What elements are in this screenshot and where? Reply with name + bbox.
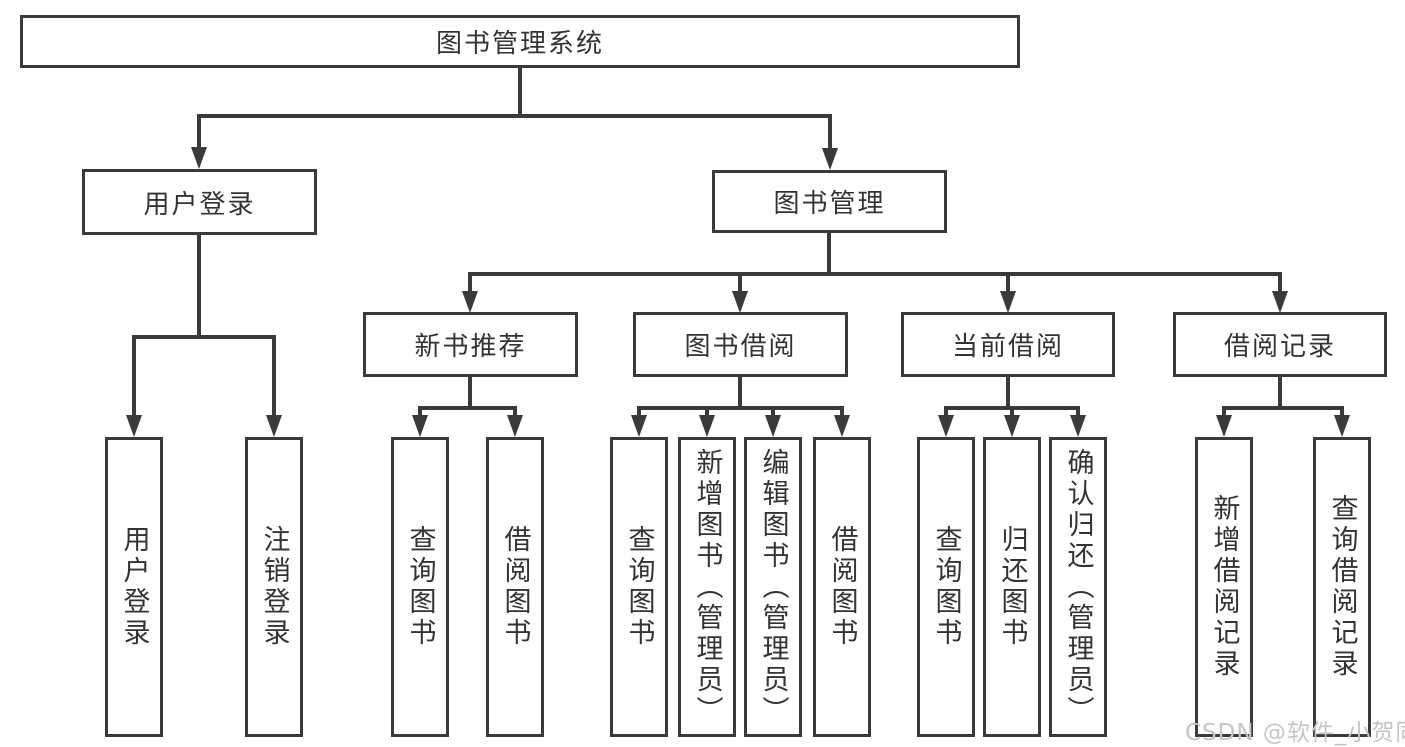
node-borrow-records: 借阅记录 bbox=[1173, 312, 1387, 377]
connector-stem-rc-leaf1 bbox=[1222, 406, 1226, 420]
arrowhead-rc-leaf1 bbox=[1216, 415, 1232, 437]
arrowhead-cb-leaf1 bbox=[938, 415, 954, 437]
arrowhead-nb-leaf2 bbox=[507, 415, 523, 437]
node-book-borrow-label: 图书借阅 bbox=[684, 332, 797, 362]
arrowhead-bb-leaf1 bbox=[631, 415, 647, 437]
arrowhead-cb-leaf3 bbox=[1070, 415, 1086, 437]
arrowhead-leaf-logout bbox=[266, 415, 282, 437]
connector-stem-cb-leaf2 bbox=[1010, 406, 1014, 420]
leaf-bb-edit-books-admin-label: 编辑图书（管理员） bbox=[757, 447, 789, 727]
connector-stem-bb-leaf1 bbox=[637, 406, 641, 420]
connector-user-login-stem bbox=[197, 235, 201, 335]
connector-level1-split bbox=[197, 114, 832, 118]
connector-user-login-split bbox=[132, 335, 276, 339]
leaf-nb-borrow-books: 借阅图书 bbox=[486, 437, 544, 737]
leaf-bb-borrow-books-label: 借阅图书 bbox=[826, 525, 858, 649]
leaf-rc-add-record-label: 新增借阅记录 bbox=[1208, 494, 1240, 680]
arrowhead-book-borrow bbox=[732, 291, 748, 313]
connector-stem-bb-leaf4 bbox=[840, 406, 844, 420]
connector-stem-cb-leaf1 bbox=[944, 406, 948, 420]
arrowhead-bb-leaf3 bbox=[765, 415, 781, 437]
arrowhead-bb-leaf2 bbox=[699, 415, 715, 437]
connector-stem-nb-leaf2 bbox=[513, 406, 517, 420]
leaf-cb-confirm-return-admin: 确认归还（管理员） bbox=[1049, 437, 1107, 737]
connector-stem-user-login bbox=[197, 114, 201, 150]
arrowhead-leaf-user-login bbox=[126, 415, 142, 437]
connector-stem-borrow-records bbox=[1278, 272, 1282, 295]
leaf-logout-label: 注销登录 bbox=[258, 525, 290, 649]
connector-stem-book-borrow bbox=[738, 272, 742, 295]
connector-stem-leaf-logout bbox=[272, 335, 276, 419]
leaf-nb-borrow-books-label: 借阅图书 bbox=[499, 525, 531, 649]
leaf-bb-borrow-books: 借阅图书 bbox=[813, 437, 871, 737]
arrowhead-bb-leaf4 bbox=[834, 415, 850, 437]
arrowhead-nb-leaf1 bbox=[412, 415, 428, 437]
arrowhead-current-borrow bbox=[1000, 291, 1016, 313]
node-library-system: 图书管理系统 bbox=[20, 15, 1020, 68]
node-new-book-recommend: 新书推荐 bbox=[363, 312, 578, 377]
leaf-cb-query-books: 查询图书 bbox=[917, 437, 975, 737]
connector-book-borrow-stem bbox=[738, 377, 742, 409]
leaf-bb-edit-books-admin: 编辑图书（管理员） bbox=[744, 437, 802, 737]
arrowhead-book-management bbox=[822, 148, 838, 170]
connector-new-books-split bbox=[418, 406, 517, 410]
leaf-user-login: 用户登录 bbox=[105, 437, 163, 737]
leaf-rc-query-record-label: 查询借阅记录 bbox=[1326, 494, 1358, 680]
connector-new-books-stem bbox=[468, 377, 472, 409]
arrowhead-new-books bbox=[462, 291, 478, 313]
arrowhead-user-login bbox=[191, 147, 207, 169]
connector-stem-cb-leaf3 bbox=[1076, 406, 1080, 420]
node-library-system-label: 图书管理系统 bbox=[435, 29, 604, 59]
connector-stem-current-borrow bbox=[1006, 272, 1010, 295]
leaf-bb-add-books-admin-label: 新增图书（管理员） bbox=[691, 447, 723, 727]
leaf-cb-return-books-label: 归还图书 bbox=[996, 525, 1028, 649]
connector-level3-split bbox=[468, 272, 1282, 276]
connector-stem-book-management bbox=[828, 114, 832, 150]
arrowhead-cb-leaf2 bbox=[1004, 415, 1020, 437]
connector-book-borrow-split bbox=[637, 406, 844, 410]
leaf-rc-query-record: 查询借阅记录 bbox=[1313, 437, 1371, 737]
leaf-logout: 注销登录 bbox=[245, 437, 303, 737]
leaf-cb-confirm-return-admin-label: 确认归还（管理员） bbox=[1062, 447, 1094, 727]
connector-borrow-records-stem bbox=[1278, 377, 1282, 409]
connector-borrow-records-split bbox=[1222, 406, 1344, 410]
leaf-cb-query-books-label: 查询图书 bbox=[930, 525, 962, 649]
connector-stem-leaf-user-login bbox=[132, 335, 136, 419]
node-user-login-label: 用户登录 bbox=[143, 189, 256, 220]
node-book-management-label: 图书管理 bbox=[773, 189, 886, 219]
node-current-borrow-label: 当前借阅 bbox=[951, 332, 1064, 362]
csdn-watermark: CSDN @软件_小贺同学 bbox=[1185, 720, 1405, 746]
leaf-rc-add-record: 新增借阅记录 bbox=[1195, 437, 1253, 737]
node-book-borrow: 图书借阅 bbox=[633, 312, 848, 377]
connector-stem-new-books bbox=[468, 272, 472, 295]
connector-stem-nb-leaf1 bbox=[418, 406, 422, 420]
leaf-bb-add-books-admin: 新增图书（管理员） bbox=[678, 437, 736, 737]
leaf-user-login-label: 用户登录 bbox=[118, 525, 150, 649]
leaf-nb-query-books: 查询图书 bbox=[391, 437, 449, 737]
node-book-management: 图书管理 bbox=[712, 170, 947, 233]
node-new-book-recommend-label: 新书推荐 bbox=[414, 332, 527, 362]
connector-stem-bb-leaf3 bbox=[771, 406, 775, 420]
node-user-login: 用户登录 bbox=[82, 169, 317, 235]
leaf-bb-query-books-label: 查询图书 bbox=[623, 525, 655, 649]
leaf-nb-query-books-label: 查询图书 bbox=[404, 525, 436, 649]
connector-current-borrow-stem bbox=[1006, 377, 1010, 409]
arrowhead-rc-leaf2 bbox=[1334, 415, 1350, 437]
leaf-cb-return-books: 归还图书 bbox=[983, 437, 1041, 737]
connector-stem-bb-leaf2 bbox=[705, 406, 709, 420]
node-current-borrow: 当前借阅 bbox=[901, 312, 1115, 377]
connector-stem-rc-leaf2 bbox=[1340, 406, 1344, 420]
leaf-bb-query-books: 查询图书 bbox=[610, 437, 668, 737]
connector-book-management-stem bbox=[827, 233, 831, 274]
connector-root-trunk bbox=[518, 68, 522, 116]
node-borrow-records-label: 借阅记录 bbox=[1223, 332, 1336, 362]
arrowhead-borrow-records bbox=[1272, 291, 1288, 313]
